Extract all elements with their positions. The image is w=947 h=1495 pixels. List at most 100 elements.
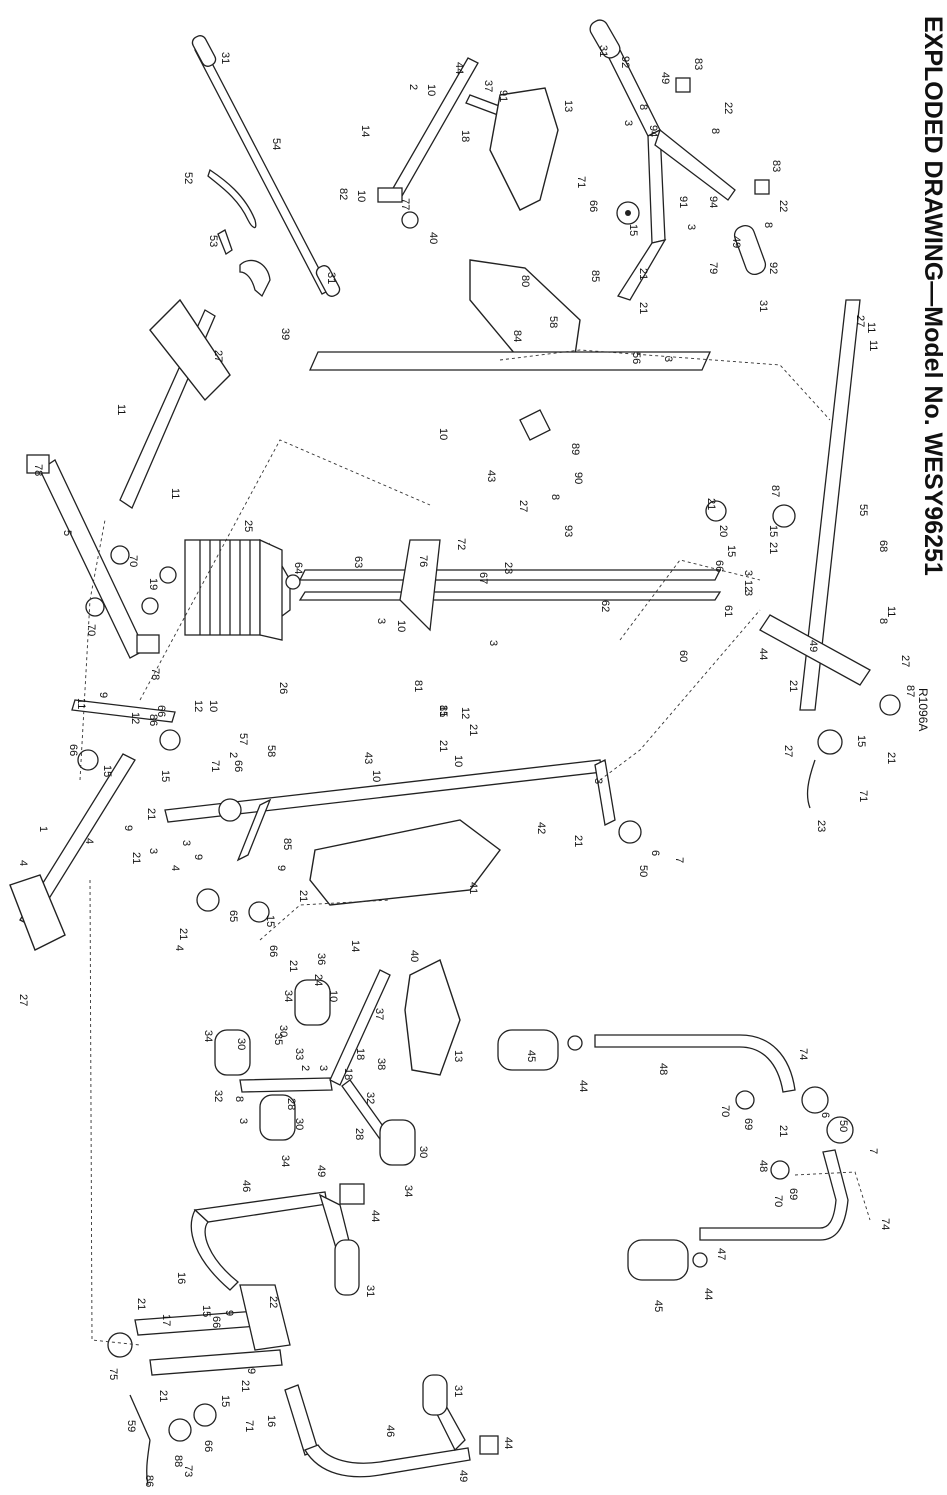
cable-routing [79,349,871,1346]
part-callout-21: 21 [145,808,157,820]
part-callout-84: 84 [511,330,523,342]
part-callout-3: 3 [147,848,159,854]
part-callout-60: 60 [677,650,689,662]
part-callout-50: 50 [837,1120,849,1132]
part-callout-21: 21 [177,928,189,940]
part-callout-21: 21 [705,498,717,510]
part-callout-78: 78 [32,464,44,476]
part-callout-22: 22 [267,1296,279,1308]
part-callout-15: 15 [159,770,171,782]
part-callout-24: 24 [312,974,324,986]
part-callout-3: 3 [237,1118,249,1124]
part-callout-44: 44 [702,1288,714,1300]
part-callout-52: 52 [182,172,194,184]
part-callout-23: 23 [815,820,827,832]
part-callout-12: 12 [192,700,204,712]
part-callout-17: 17 [160,1314,172,1326]
part-callout-44: 44 [577,1080,589,1092]
part-callout-21: 21 [157,1390,169,1402]
part-callout-43: 43 [362,752,374,764]
part-callout-36: 36 [315,953,327,965]
part-callout-28: 28 [285,1098,297,1110]
part-callout-10: 10 [437,428,449,440]
part-callout-3: 3 [622,120,634,126]
part-callout-85: 85 [281,838,293,850]
part-callout-55: 55 [857,504,869,516]
part-callout-49: 49 [457,1470,469,1482]
part-callout-11: 11 [865,322,877,333]
part-callout-65: 65 [227,910,239,922]
part-callout-2: 2 [299,1065,311,1071]
part-callout-40: 40 [408,950,420,962]
part-callout-57: 57 [237,733,249,745]
part-callout-75: 75 [107,1368,119,1380]
part-callout-66: 66 [210,1316,222,1328]
part-callout-47: 47 [715,1248,727,1260]
part-callout-44: 44 [502,1437,514,1449]
part-callout-42: 42 [535,822,547,834]
part-callout-7: 7 [867,1148,879,1154]
part-callout-34: 34 [282,990,294,1002]
part-callout-31: 31 [325,272,337,284]
part-callout-66: 66 [67,744,79,756]
leg-developer [214,959,461,1166]
part-callout-4: 4 [83,838,95,844]
part-callout-8: 8 [762,222,774,228]
part-callout-11: 11 [75,698,87,709]
part-callout-70: 70 [85,624,97,636]
part-callout-30: 30 [235,1038,247,1050]
part-callout-71: 71 [209,760,221,772]
part-callout-53: 53 [207,235,219,247]
part-callout-27: 27 [899,655,911,667]
part-callout-18: 18 [342,1068,354,1080]
part-callout-27: 27 [17,994,29,1006]
main-frame [269,351,722,632]
part-callout-10: 10 [207,700,219,712]
leg-lever-assembly [497,1029,854,1281]
backrest-assembly [377,57,559,229]
part-callout-4: 4 [169,865,181,871]
part-callout-66: 66 [232,760,244,772]
part-callout-31: 31 [757,300,769,312]
part-callout-44: 44 [369,1210,381,1222]
part-callout-16: 16 [175,1272,187,1284]
part-callout-49: 49 [315,1165,327,1177]
rear-upright [705,299,901,809]
part-callout-12: 12 [129,712,141,724]
part-callout-46: 46 [384,1425,396,1437]
part-callout-11: 11 [169,488,181,499]
part-callout-30: 30 [417,1146,429,1158]
part-callout-49: 49 [659,72,671,84]
part-callout-28: 28 [353,1128,365,1140]
part-callout-92: 92 [619,56,631,68]
part-callout-12: 12 [459,707,471,719]
part-callout-93: 93 [562,525,574,537]
part-callout-3: 3 [742,590,754,596]
part-callout-86: 86 [143,1475,155,1487]
part-callout-31: 31 [364,1285,376,1297]
part-callout-41: 41 [467,882,479,894]
part-callout-3: 3 [592,778,604,784]
part-callout-71: 71 [857,790,869,802]
drawing-title: EXPLODED DRAWING—Model No. WESY96251 [919,16,947,576]
part-callout-18: 18 [354,1048,366,1060]
part-callout-14: 14 [349,940,361,952]
part-callout-76: 76 [417,555,429,567]
part-callout-21: 21 [787,680,799,692]
part-callout-83: 83 [770,160,782,172]
part-callout-22: 22 [722,102,734,114]
part-callout-3: 3 [487,640,499,646]
part-callout-33: 33 [293,1048,305,1060]
part-callout-4: 4 [173,945,185,951]
part-callout-31: 31 [219,52,231,64]
part-callout-2: 2 [227,752,239,758]
part-callout-48: 48 [657,1063,669,1075]
part-callout-10: 10 [452,755,464,767]
part-callout-66: 66 [713,560,725,572]
part-callout-86: 86 [147,714,159,726]
part-callout-27: 27 [854,315,866,327]
part-callout-10: 10 [355,190,367,202]
part-callout-31: 31 [597,45,609,57]
